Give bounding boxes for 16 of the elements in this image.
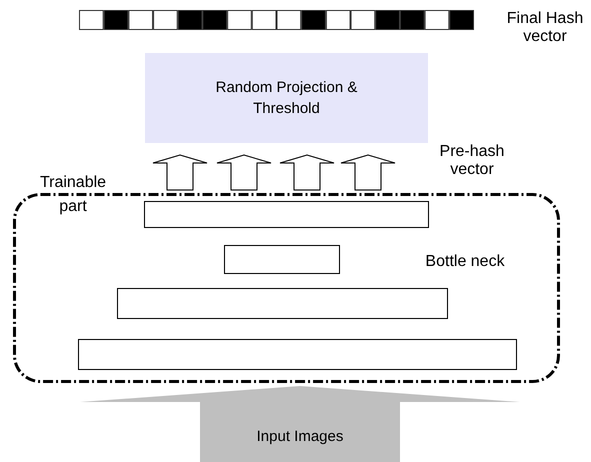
input-label: Input Images [256, 428, 344, 446]
vector-label: Bottle neck [424, 253, 506, 272]
block-arrow [216, 154, 272, 190]
block-arrow [152, 154, 208, 190]
projection-box [145, 53, 428, 143]
block-arrow [280, 154, 334, 190]
block-arrow [340, 154, 396, 190]
layer-box [224, 245, 340, 274]
layer-box [144, 201, 429, 228]
region-title: Trainable part [38, 173, 108, 217]
layer-box [117, 288, 448, 319]
hash-bit-bar [79, 10, 474, 30]
node-caption: Final Hash vector [506, 10, 584, 47]
layer-box [78, 339, 517, 370]
box-label: Random Projection & Threshold [214, 78, 358, 119]
vector-label: Pre-hash vector [438, 143, 506, 180]
